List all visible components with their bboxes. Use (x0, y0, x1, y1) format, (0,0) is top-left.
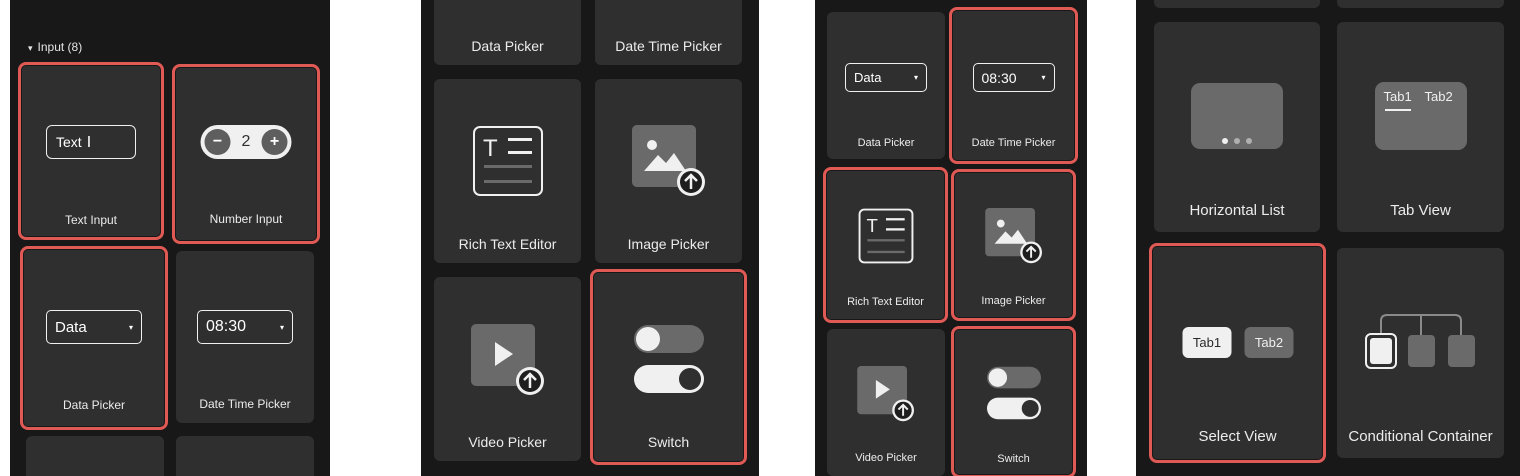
dropdown-icon: 08:30 ▾ (197, 310, 293, 344)
tile-label: Date Time Picker (971, 137, 1056, 149)
partial-tile[interactable] (1337, 0, 1504, 8)
svg-text:T: T (483, 135, 498, 162)
switch-tile[interactable]: Switch (951, 326, 1076, 476)
tile-label: Image Picker (981, 295, 1046, 307)
plus-icon: + (261, 129, 288, 155)
text-input-tile[interactable]: Text I Text Input (18, 62, 164, 240)
section-title: Input (8) (37, 40, 83, 54)
switch-toggle-icon (633, 325, 704, 393)
video-picker-tile[interactable]: Video Picker (827, 329, 945, 476)
image-upload-icon (984, 208, 1042, 264)
conditional-container-tile[interactable]: Conditional Container (1337, 248, 1504, 458)
components-panel-2: Data Picker Date Time Picker T Rich Text… (421, 0, 759, 476)
data-picker-tile[interactable]: Data ▾ Data Picker (20, 246, 168, 430)
tab-underline (1384, 109, 1411, 111)
tile-label: Date Time Picker (199, 397, 291, 411)
tile-label: Horizontal List (1189, 202, 1285, 219)
date-time-picker-tile[interactable]: Date Time Picker (595, 0, 742, 65)
partial-tile[interactable] (176, 436, 314, 476)
switch-toggle-icon (986, 366, 1041, 420)
switch-tile[interactable]: Switch (590, 269, 747, 465)
tile-label: Number Input (209, 212, 283, 226)
chevron-down-icon: ▾ (279, 322, 284, 332)
dropdown-icon: Data ▾ (46, 310, 142, 344)
rich-text-icon: T (858, 208, 913, 264)
select-tab-selected: Tab1 (1182, 327, 1232, 358)
conditional-container-icon (1364, 314, 1475, 369)
date-time-picker-tile[interactable]: 08:30 ▾ Date Time Picker (176, 251, 314, 423)
components-panel-1: ▾ Input (8) Text I Text Input − 2 + Numbe… (10, 0, 330, 476)
tile-label: Tab View (1390, 202, 1451, 219)
rich-text-editor-tile[interactable]: T Rich Text Editor (823, 167, 948, 323)
select-tab-unselected: Tab2 (1244, 327, 1294, 358)
text-input-icon: Text I (46, 125, 136, 159)
tile-label: Conditional Container (1348, 428, 1493, 445)
tab-view-tile[interactable]: Tab1 Tab2 Tab View (1337, 22, 1504, 232)
horizontal-list-icon (1191, 83, 1283, 149)
tile-label: Text Input (64, 213, 118, 227)
video-picker-tile[interactable]: Video Picker (434, 277, 581, 461)
tile-label: Rich Text Editor (458, 236, 557, 252)
tile-label: Rich Text Editor (847, 296, 924, 308)
tile-label: Select View (1198, 428, 1277, 445)
number-stepper-icon: − 2 + (200, 125, 292, 159)
components-panel-3: Data ▾ Data Picker 08:30 ▾ Date Time Pic… (815, 0, 1087, 476)
svg-text:T: T (866, 215, 877, 236)
text-cursor-icon: I (86, 133, 92, 151)
collapse-arrow-icon: ▾ (28, 43, 33, 53)
image-upload-icon (631, 125, 705, 196)
minus-icon: − (204, 129, 231, 155)
select-view-tile[interactable]: Tab1 Tab2 Select View (1149, 243, 1326, 463)
number-input-tile[interactable]: − 2 + Number Input (172, 64, 320, 244)
partial-tile[interactable] (26, 436, 164, 476)
video-upload-icon (857, 366, 914, 422)
components-panel-4: Horizontal List Tab1 Tab2 Tab View Tab1 … (1136, 0, 1520, 476)
image-picker-tile[interactable]: Image Picker (951, 169, 1076, 321)
section-header-input[interactable]: ▾ Input (8) (28, 40, 82, 54)
tile-label: Data Picker (62, 398, 126, 412)
video-upload-icon (470, 324, 544, 395)
tile-label: Data Picker (471, 38, 544, 54)
tile-label: Image Picker (627, 236, 710, 252)
image-picker-tile[interactable]: Image Picker (595, 79, 742, 263)
tile-label: Video Picker (855, 452, 917, 464)
tile-label: Data Picker (857, 137, 915, 149)
tile-label: Date Time Picker (615, 38, 722, 54)
rich-text-editor-tile[interactable]: T Rich Text Editor (434, 79, 581, 263)
tab-view-icon: Tab1 Tab2 (1374, 82, 1467, 150)
data-picker-tile[interactable]: Data Picker (434, 0, 581, 65)
chevron-down-icon: ▾ (128, 322, 133, 332)
tile-label: Video Picker (468, 434, 547, 450)
date-time-picker-tile[interactable]: 08:30 ▾ Date Time Picker (949, 7, 1078, 164)
dropdown-icon: Data ▾ (845, 63, 927, 92)
rich-text-icon: T (472, 126, 543, 196)
data-picker-tile[interactable]: Data ▾ Data Picker (827, 12, 945, 159)
chevron-down-icon: ▾ (1041, 73, 1046, 82)
tile-label: Switch (997, 453, 1030, 465)
chevron-down-icon: ▾ (913, 73, 918, 82)
tile-label: Switch (647, 434, 690, 450)
dropdown-icon: 08:30 ▾ (972, 63, 1055, 92)
partial-tile[interactable] (1154, 0, 1320, 8)
horizontal-list-tile[interactable]: Horizontal List (1154, 22, 1320, 232)
